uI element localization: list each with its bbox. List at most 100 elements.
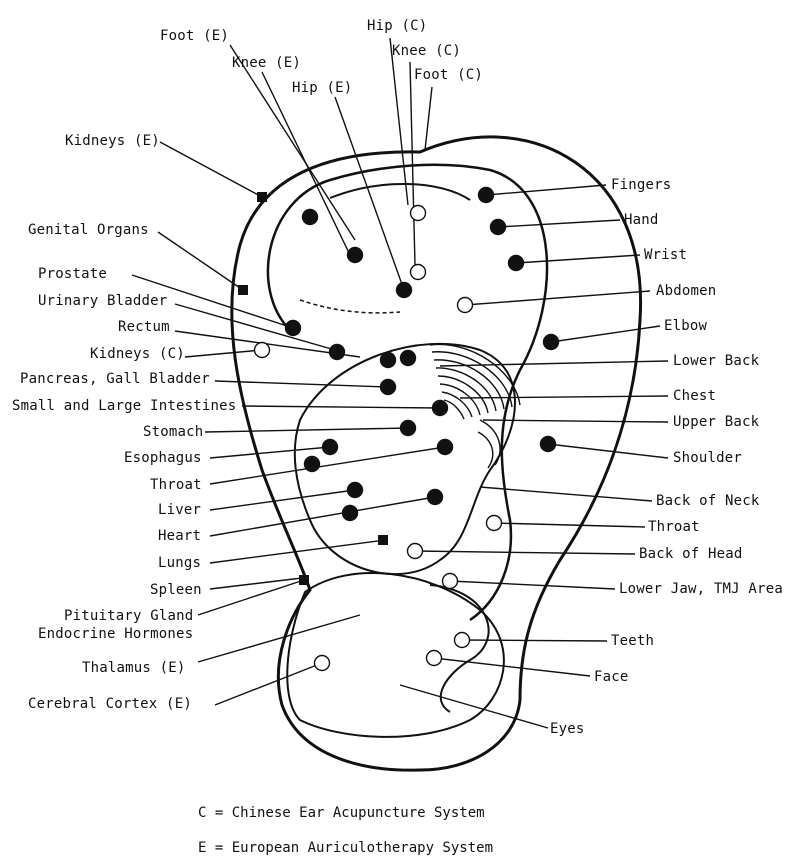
leader-line [209,446,331,459]
label-pancreas-gall-bladder: Pancreas, Gall Bladder [20,371,210,387]
label-teeth: Teeth [611,633,655,649]
label-lungs: Lungs [158,555,202,571]
point-filled-circle [489,218,507,236]
label-elbow: Elbow [664,318,708,334]
label-hand: Hand [624,212,659,228]
european-point-square [299,575,309,585]
leader-line [209,577,303,590]
label-cerebral-cortex: Cerebral Cortex (E) [28,696,192,712]
leader-line [209,489,356,511]
european-point-square [378,535,388,545]
point-open-circle [409,263,427,281]
label-genital-organs: Genital Organs [28,222,149,238]
label-throat-right: Throat [648,519,700,535]
leader-line [184,349,263,358]
point-filled-circle [346,246,364,264]
leader-line [515,254,641,264]
point-filled-circle [542,333,560,351]
leader-line [334,96,405,291]
label-hip-e: Hip (E) [292,80,353,96]
point-filled-circle [395,281,413,299]
leader-line [414,550,636,555]
label-intestines: Small and Large Intestines [12,398,237,414]
leader-line [389,37,409,206]
leader-line [209,446,446,485]
label-face: Face [594,669,629,685]
point-filled-circle [379,351,397,369]
point-filled-circle [431,399,449,417]
label-hip-c: Hip (C) [367,18,428,34]
label-back-of-neck: Back of Neck [656,493,760,509]
label-upper-back: Upper Back [673,414,760,430]
label-fingers: Fingers [611,177,672,193]
leader-line [547,443,669,459]
point-filled-circle [379,378,397,396]
point-open-circle [409,204,427,222]
leader-lines [131,37,669,729]
label-rectum: Rectum [118,319,170,335]
leader-line [209,539,386,564]
label-urinary-bladder: Urinary Bladder [38,293,168,309]
label-heart: Heart [158,528,202,544]
point-open-circle [406,542,424,560]
leader-line [459,395,669,399]
point-filled-circle [284,319,302,337]
label-chest: Chest [673,388,717,404]
leader-line [209,496,436,537]
point-filled-circle [346,481,364,499]
leader-line [493,522,646,528]
point-open-circle [453,631,471,649]
label-endocrine: Endocrine Hormones [38,626,194,642]
leader-line [131,274,294,329]
label-stomach: Stomach [143,424,204,440]
leader-line [261,71,351,256]
label-kidneys-e: Kidneys (E) [65,133,160,149]
leader-line [449,580,616,590]
label-eyes: Eyes [550,721,585,737]
acupuncture-points [238,186,560,672]
leader-line [174,303,336,351]
label-spleen: Spleen [150,582,202,598]
leader-line [464,290,651,306]
point-filled-circle [341,504,359,522]
point-open-circle [313,654,331,672]
label-pituitary: Pituitary Gland [64,608,194,624]
point-open-circle [425,649,443,667]
leader-line [424,86,433,151]
label-prostate: Prostate [38,266,108,282]
label-foot-e: Foot (E) [160,28,230,44]
legend-european: E = European Auriculotherapy System [198,840,494,856]
point-filled-circle [399,349,417,367]
leader-line [409,61,416,266]
leader-line [485,184,607,196]
leader-line [197,614,361,663]
leader-line [204,427,409,433]
point-filled-circle [507,254,525,272]
leader-line [229,44,356,241]
label-kidneys-c: Kidneys (C) [90,346,185,362]
point-open-circle [441,572,459,590]
label-back-of-head: Back of Head [639,546,743,562]
ear-outline [230,135,643,772]
point-filled-circle [328,343,346,361]
label-knee-c: Knee (C) [392,43,462,59]
leader-line [157,231,244,291]
spine-ridge [429,343,521,469]
european-point-square [257,192,267,202]
point-open-circle [485,514,503,532]
leader-line [461,639,608,642]
label-liver: Liver [158,502,202,518]
label-thalamus: Thalamus (E) [82,660,186,676]
point-filled-circle [539,435,557,453]
leader-line [482,419,669,423]
label-throat-left: Throat [150,477,202,493]
label-esophagus: Esophagus [124,450,202,466]
point-filled-circle [426,488,444,506]
leader-line [479,486,653,502]
label-shoulder: Shoulder [673,450,743,466]
label-abdomen: Abdomen [656,283,717,299]
label-lower-back: Lower Back [673,353,760,369]
leader-line [214,380,389,388]
point-filled-circle [436,438,454,456]
